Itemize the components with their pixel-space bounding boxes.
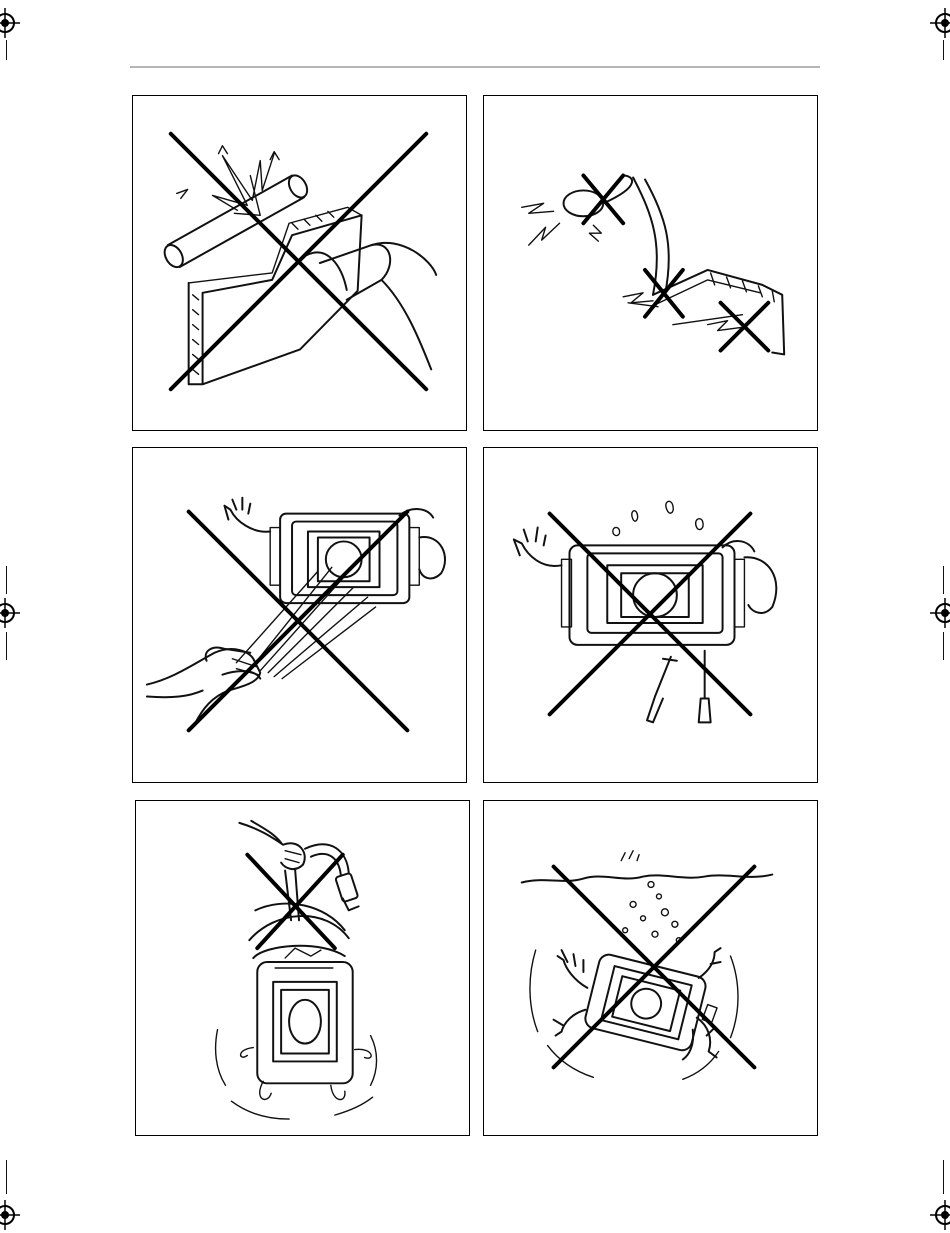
panel-spray-cleaning — [132, 447, 467, 783]
registration-mark-bottom-right-icon — [930, 1200, 950, 1230]
trim-mark — [943, 566, 944, 594]
registration-mark-mid-left-icon — [0, 598, 20, 628]
registration-mark-mid-right-icon — [930, 598, 950, 628]
panel-submersion — [483, 800, 818, 1136]
screwdriver-disassembly-icon — [484, 448, 817, 782]
trim-mark — [6, 566, 7, 594]
aerosol-spray-on-camera-icon — [133, 448, 466, 782]
registration-mark-top-right-icon — [930, 8, 950, 38]
panel-impact — [132, 95, 467, 431]
trim-mark — [6, 1160, 7, 1194]
panel-cable-strain — [483, 95, 818, 431]
registration-mark-top-left-icon — [0, 8, 20, 38]
trim-mark — [943, 40, 944, 60]
trim-mark — [6, 632, 7, 660]
trim-mark — [943, 1160, 944, 1194]
pipe-striking-camera-icon — [133, 96, 466, 430]
camera-submerged-in-water-icon — [484, 801, 817, 1135]
panel-disassembly — [483, 447, 818, 783]
panel-carry-by-cable — [135, 800, 470, 1136]
registration-mark-bottom-left-icon — [0, 1200, 20, 1230]
trim-mark — [6, 40, 7, 60]
camera-hanging-by-cable-icon — [136, 801, 469, 1135]
trim-mark — [943, 632, 944, 660]
header-rule — [130, 66, 820, 68]
cable-bending-icon — [484, 96, 817, 430]
